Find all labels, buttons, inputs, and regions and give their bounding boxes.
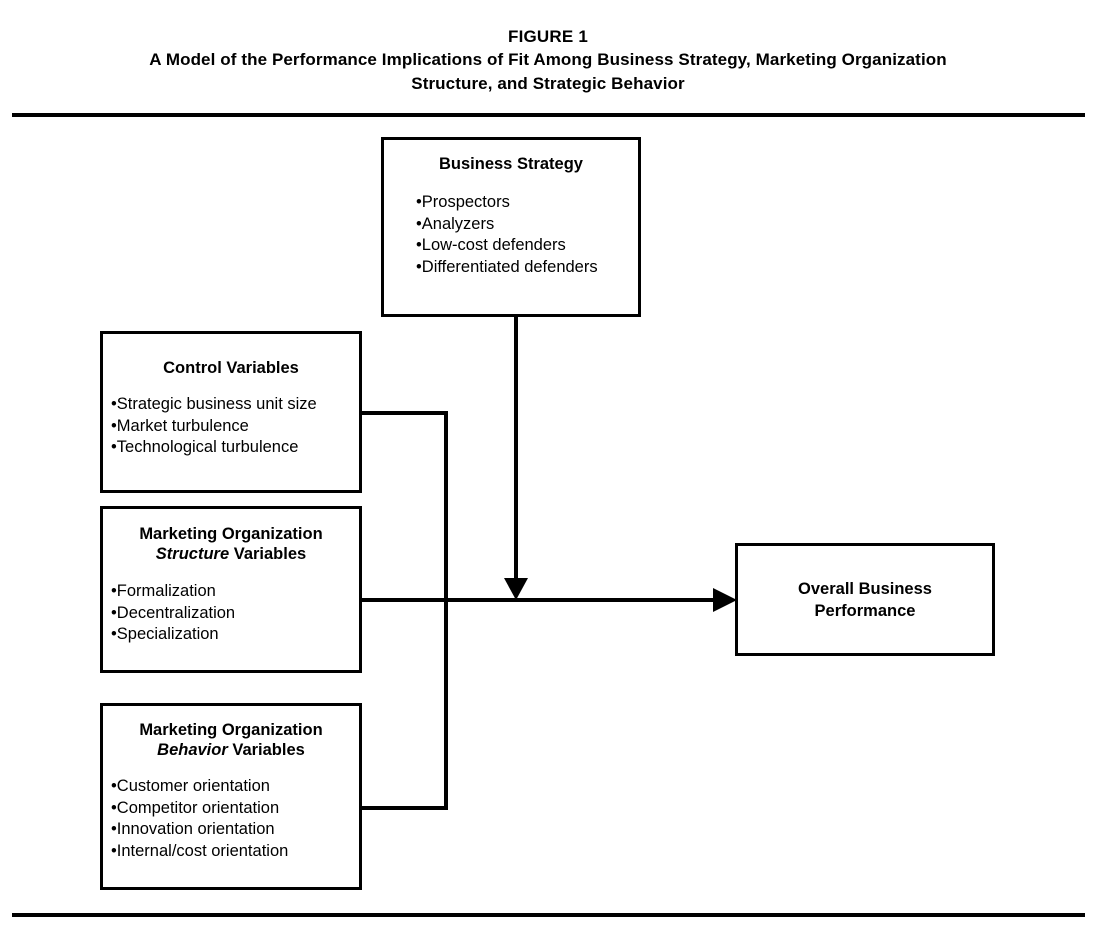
connector-main-horizontal-path xyxy=(359,598,727,602)
node-business-strategy-list: Prospectors Analyzers Low-cost defenders… xyxy=(416,192,638,278)
node-structure-variables-title: Marketing Organization Structure Variabl… xyxy=(103,524,359,564)
node-behavior-variables-title: Marketing Organization Behavior Variable… xyxy=(103,720,359,760)
list-item: Technological turbulence xyxy=(111,437,359,459)
node-behavior-variables-list: Customer orientation Competitor orientat… xyxy=(111,776,359,862)
node-business-strategy-title: Business Strategy xyxy=(439,155,583,173)
figure-header: FIGURE 1 A Model of the Performance Impl… xyxy=(0,26,1096,96)
node-control-variables-list: Strategic business unit size Market turb… xyxy=(111,394,359,459)
figure-title-line-2: Structure, and Strategic Behavior xyxy=(411,74,685,93)
node-control-variables: Control Variables Strategic business uni… xyxy=(100,331,362,493)
list-item: Competitor orientation xyxy=(111,798,359,820)
bottom-divider-rule xyxy=(12,913,1085,917)
arrowhead-down-icon xyxy=(504,578,528,600)
node-structure-variables-list: Formalization Decentralization Specializ… xyxy=(111,581,359,646)
list-item: Formalization xyxy=(111,581,359,603)
list-item: Decentralization xyxy=(111,603,359,625)
node-overall-performance-title: Overall Business Performance xyxy=(738,578,992,622)
node-behavior-variables: Marketing Organization Behavior Variable… xyxy=(100,703,362,890)
node-overall-performance-title-line-1: Overall Business xyxy=(798,580,932,598)
node-behavior-variables-emphasis: Behavior xyxy=(157,741,228,759)
node-behavior-variables-title-line-2: Behavior Variables xyxy=(103,740,359,760)
list-item: Prospectors xyxy=(416,192,638,214)
list-item: Market turbulence xyxy=(111,416,359,438)
arrowhead-right-icon xyxy=(713,588,737,612)
list-item: Analyzers xyxy=(416,214,638,236)
list-item: Internal/cost orientation xyxy=(111,841,359,863)
node-structure-variables: Marketing Organization Structure Variabl… xyxy=(100,506,362,673)
node-business-strategy: Business Strategy Prospectors Analyzers … xyxy=(381,137,641,317)
figure-title-line-1: A Model of the Performance Implications … xyxy=(149,50,947,69)
connector-left-vertical-bus xyxy=(444,411,448,810)
connector-business-strategy-vertical xyxy=(514,316,518,582)
node-structure-variables-title-line-2: Structure Variables xyxy=(103,544,359,564)
connector-control-variables-stub xyxy=(359,411,448,415)
node-control-variables-title: Control Variables xyxy=(163,359,299,377)
connector-behavior-variables-stub xyxy=(359,806,448,810)
node-overall-performance-title-line-2: Performance xyxy=(814,602,916,620)
node-structure-variables-title-line-1: Marketing Organization xyxy=(139,525,323,543)
node-structure-variables-emphasis: Structure xyxy=(155,545,230,563)
list-item: Differentiated defenders xyxy=(416,257,638,279)
list-item: Customer orientation xyxy=(111,776,359,798)
node-structure-variables-suffix: Variables xyxy=(229,545,307,563)
list-item: Strategic business unit size xyxy=(111,394,359,416)
list-item: Low-cost defenders xyxy=(416,235,638,257)
node-behavior-variables-title-line-1: Marketing Organization xyxy=(139,721,323,739)
node-overall-performance: Overall Business Performance xyxy=(735,543,995,656)
figure-number: FIGURE 1 xyxy=(507,27,588,46)
figure-title: A Model of the Performance Implications … xyxy=(108,48,988,96)
list-item: Innovation orientation xyxy=(111,819,359,841)
node-behavior-variables-suffix: Variables xyxy=(227,741,305,759)
top-divider-rule xyxy=(12,113,1085,117)
list-item: Specialization xyxy=(111,624,359,646)
